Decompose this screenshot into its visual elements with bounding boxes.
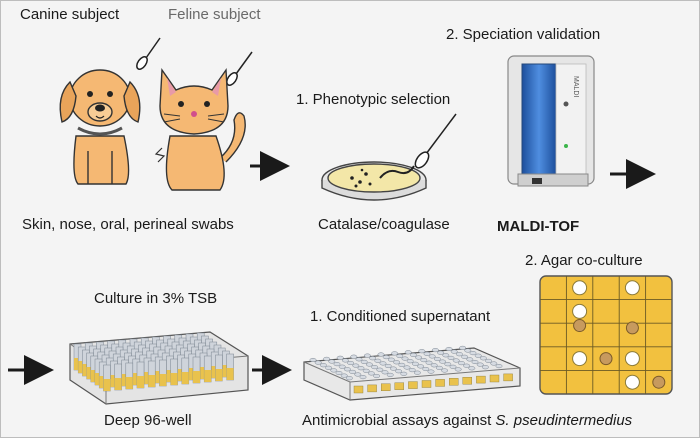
phenotypic-title: 1. Phenotypic selection: [296, 91, 451, 108]
dog-icon: [59, 69, 141, 185]
maldi-instrument-icon: MALDI: [507, 55, 595, 187]
canine-label: Canine subject: [20, 6, 120, 23]
culture-title: Culture in 3% TSB: [94, 290, 218, 307]
agar-coculture-title: 2. Agar co-culture: [525, 252, 643, 269]
well-plate-icon: [69, 331, 249, 405]
well-plate-icon: [303, 345, 521, 401]
speciation-title: 2. Speciation validation: [446, 26, 601, 43]
feline-label: Feline subject: [168, 6, 261, 23]
cat-icon: [154, 67, 246, 191]
maldi-device-text: MALDI: [572, 76, 579, 97]
maldi-caption: MALDI-TOF: [497, 218, 580, 235]
assay-caption-prefix: Antimicrobial assays against: [302, 412, 496, 429]
catalase-caption: Catalase/coagulase: [318, 216, 450, 233]
assay-caption-species: S. pseudintermedius: [495, 412, 633, 429]
agar-grid-icon: [539, 275, 673, 395]
assay-caption: Antimicrobial assays against S. pseudint…: [302, 412, 632, 429]
deep-well-caption: Deep 96-well: [104, 412, 192, 429]
petri-dish-icon: [321, 113, 457, 201]
supernatant-title: 1. Conditioned supernatant: [310, 308, 491, 325]
swabs-caption: Skin, nose, oral, perineal swabs: [22, 216, 234, 233]
